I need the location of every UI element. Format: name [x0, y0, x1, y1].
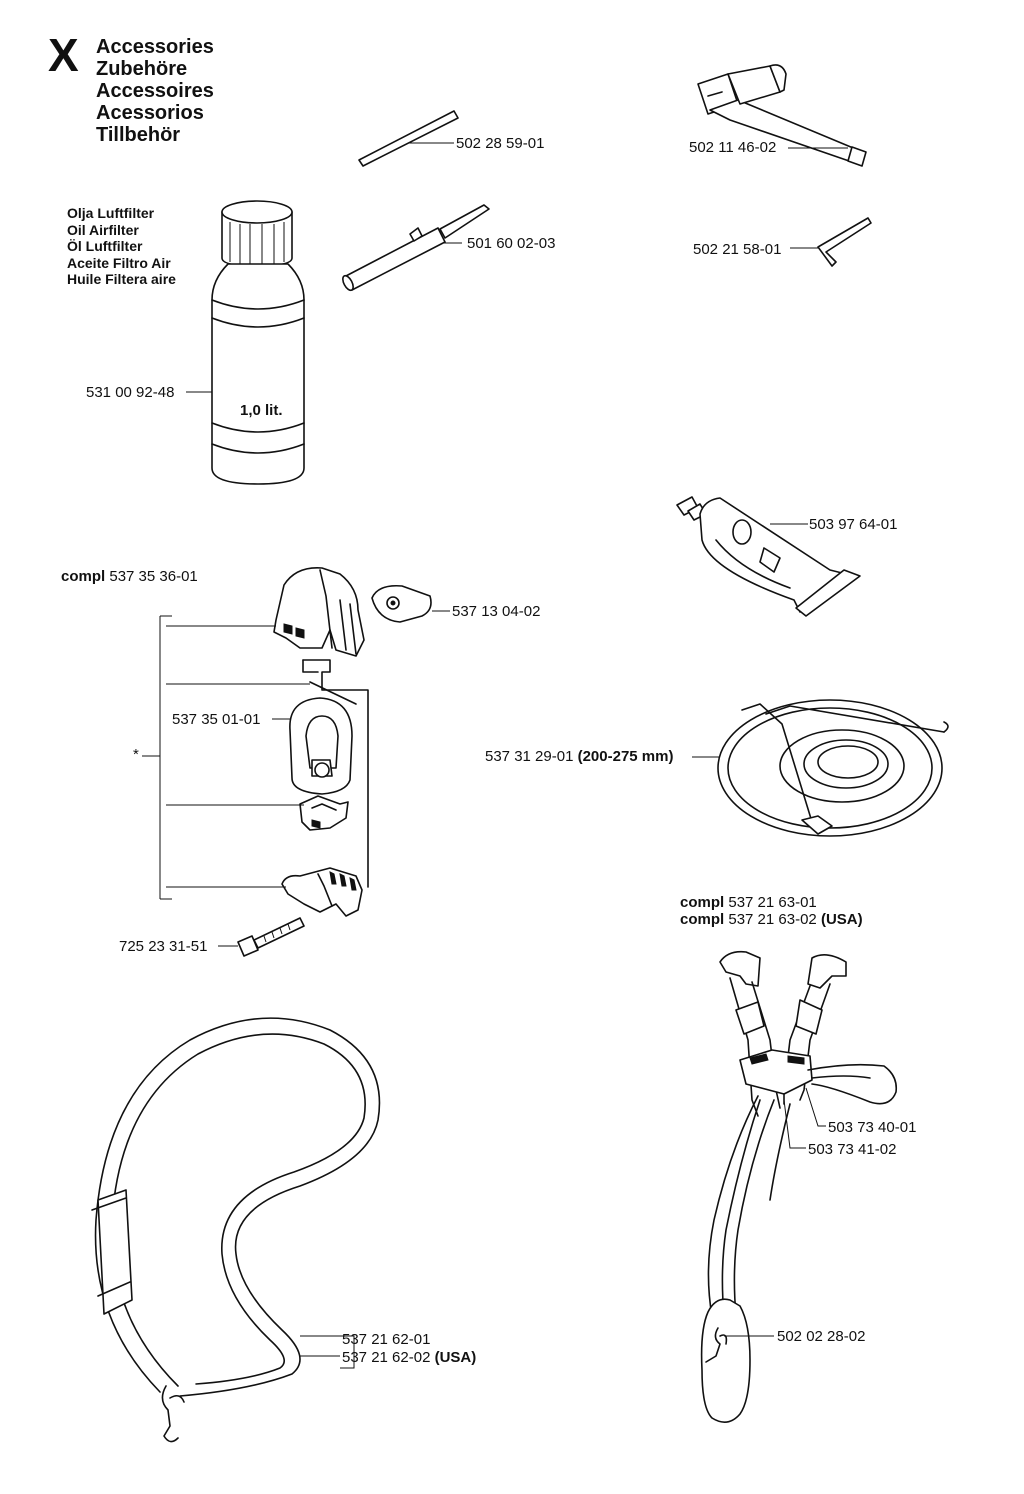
hex-key-drawing	[790, 217, 872, 267]
compl-word-2: compl	[680, 894, 725, 911]
oil-header-sv: Olja Luftfilter	[67, 205, 155, 221]
section-letter: X	[48, 29, 79, 81]
compl-word: compl	[61, 568, 106, 585]
trimmer-line-drawing	[692, 699, 949, 837]
part-number-hanger-kit: 537 35 36-01	[109, 568, 198, 585]
combination-wrench-drawing	[697, 64, 867, 167]
part-number-ring: 537 35 01-01	[172, 711, 261, 728]
oil-header-en: Oil Airfilter	[67, 221, 139, 238]
part-number-harness-buckle: 503 73 40-01	[828, 1119, 917, 1136]
file-holder-drawing	[342, 204, 490, 292]
part-number-screw: 725 23 31-51	[119, 938, 208, 955]
part-number-grease-tube: 503 97 64-01	[809, 516, 898, 533]
title-en: Accessories	[96, 36, 214, 58]
part-number-rod: 502 28 59-01	[456, 135, 545, 152]
strap-2-label: 537 21 62-02 (USA)	[342, 1349, 476, 1366]
line-coil-label: 537 31 29-01 (200-275 mm)	[485, 748, 673, 765]
part-number-knob: 537 13 04-02	[452, 603, 541, 620]
part-number-strap-1: 537 21 62-01	[342, 1331, 431, 1348]
rod-drawing	[358, 110, 459, 167]
part-number-line-coil: 537 31 29-01	[485, 748, 574, 765]
part-number-harness-clip: 503 73 41-02	[808, 1141, 897, 1158]
compl-harness-2: compl 537 21 63-02 (USA)	[680, 911, 863, 928]
part-number-oil: 531 00 92-48	[86, 384, 175, 401]
title-fr: Accessoires	[96, 80, 214, 102]
part-number-harness-hook: 502 02 28-02	[777, 1328, 866, 1345]
compl-harness-1: compl 537 21 63-01	[680, 894, 817, 911]
part-number-harness-2: 537 21 63-02	[728, 911, 817, 928]
compl-hanger-kit: compl 537 35 36-01	[61, 568, 198, 585]
part-number-strap-2: 537 21 62-02	[342, 1349, 431, 1366]
harness-hanger-drawing	[142, 567, 450, 957]
title-sv: Tillbehör	[96, 124, 181, 146]
shoulder-harness-drawing	[700, 950, 898, 1423]
line-coil-size: (200-275 mm)	[577, 748, 674, 765]
title-es: Acessorios	[96, 102, 204, 124]
compl-word-3: compl	[680, 911, 725, 928]
part-number-file-holder: 501 60 02-03	[467, 235, 556, 252]
part-number-harness-1: 537 21 63-01	[728, 894, 817, 911]
title-de: Zubehöre	[96, 58, 188, 80]
oil-bottle-drawing	[186, 200, 305, 485]
neck-strap-drawing	[91, 1017, 381, 1443]
oil-header: Olja Luftfilter Oil Airfilter Öl Luftfil…	[67, 205, 176, 288]
section-titles: Accessories Zubehöre Accessoires Acessor…	[96, 36, 214, 146]
grease-tube-drawing	[676, 496, 861, 617]
oil-header-es: Aceite Filtro Air	[67, 254, 171, 271]
part-number-hex-key: 502 21 58-01	[693, 241, 782, 258]
harness-2-suffix: (USA)	[820, 911, 863, 928]
strap-2-suffix: (USA)	[434, 1349, 477, 1366]
asterisk-note: *	[133, 746, 139, 763]
part-number-combi-wrench: 502 11 46-02	[689, 139, 777, 156]
oil-header-fr: Huile Filtera aire	[67, 271, 176, 287]
oil-header-de: Öl Luftfilter	[67, 238, 143, 254]
oil-volume-label: 1,0 lit.	[240, 402, 283, 419]
